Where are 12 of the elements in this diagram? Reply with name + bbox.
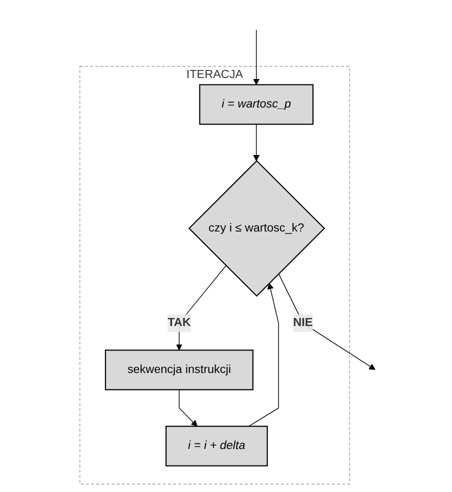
node-diamond: czy i ≤ wartosc_k?	[188, 160, 325, 297]
arrow	[176, 265, 226, 350]
node-box: i = i + delta	[165, 426, 268, 466]
edge-label: NIE	[292, 316, 312, 329]
arrow	[178, 389, 198, 427]
arrow	[278, 273, 376, 370]
node-box: sekwencja instrukcji	[104, 350, 254, 390]
edge-label: TAK	[167, 316, 191, 329]
arrow	[252, 29, 260, 86]
arrow	[248, 282, 279, 427]
arrow	[252, 124, 260, 162]
node-box: i = wartosc_p	[198, 84, 314, 125]
